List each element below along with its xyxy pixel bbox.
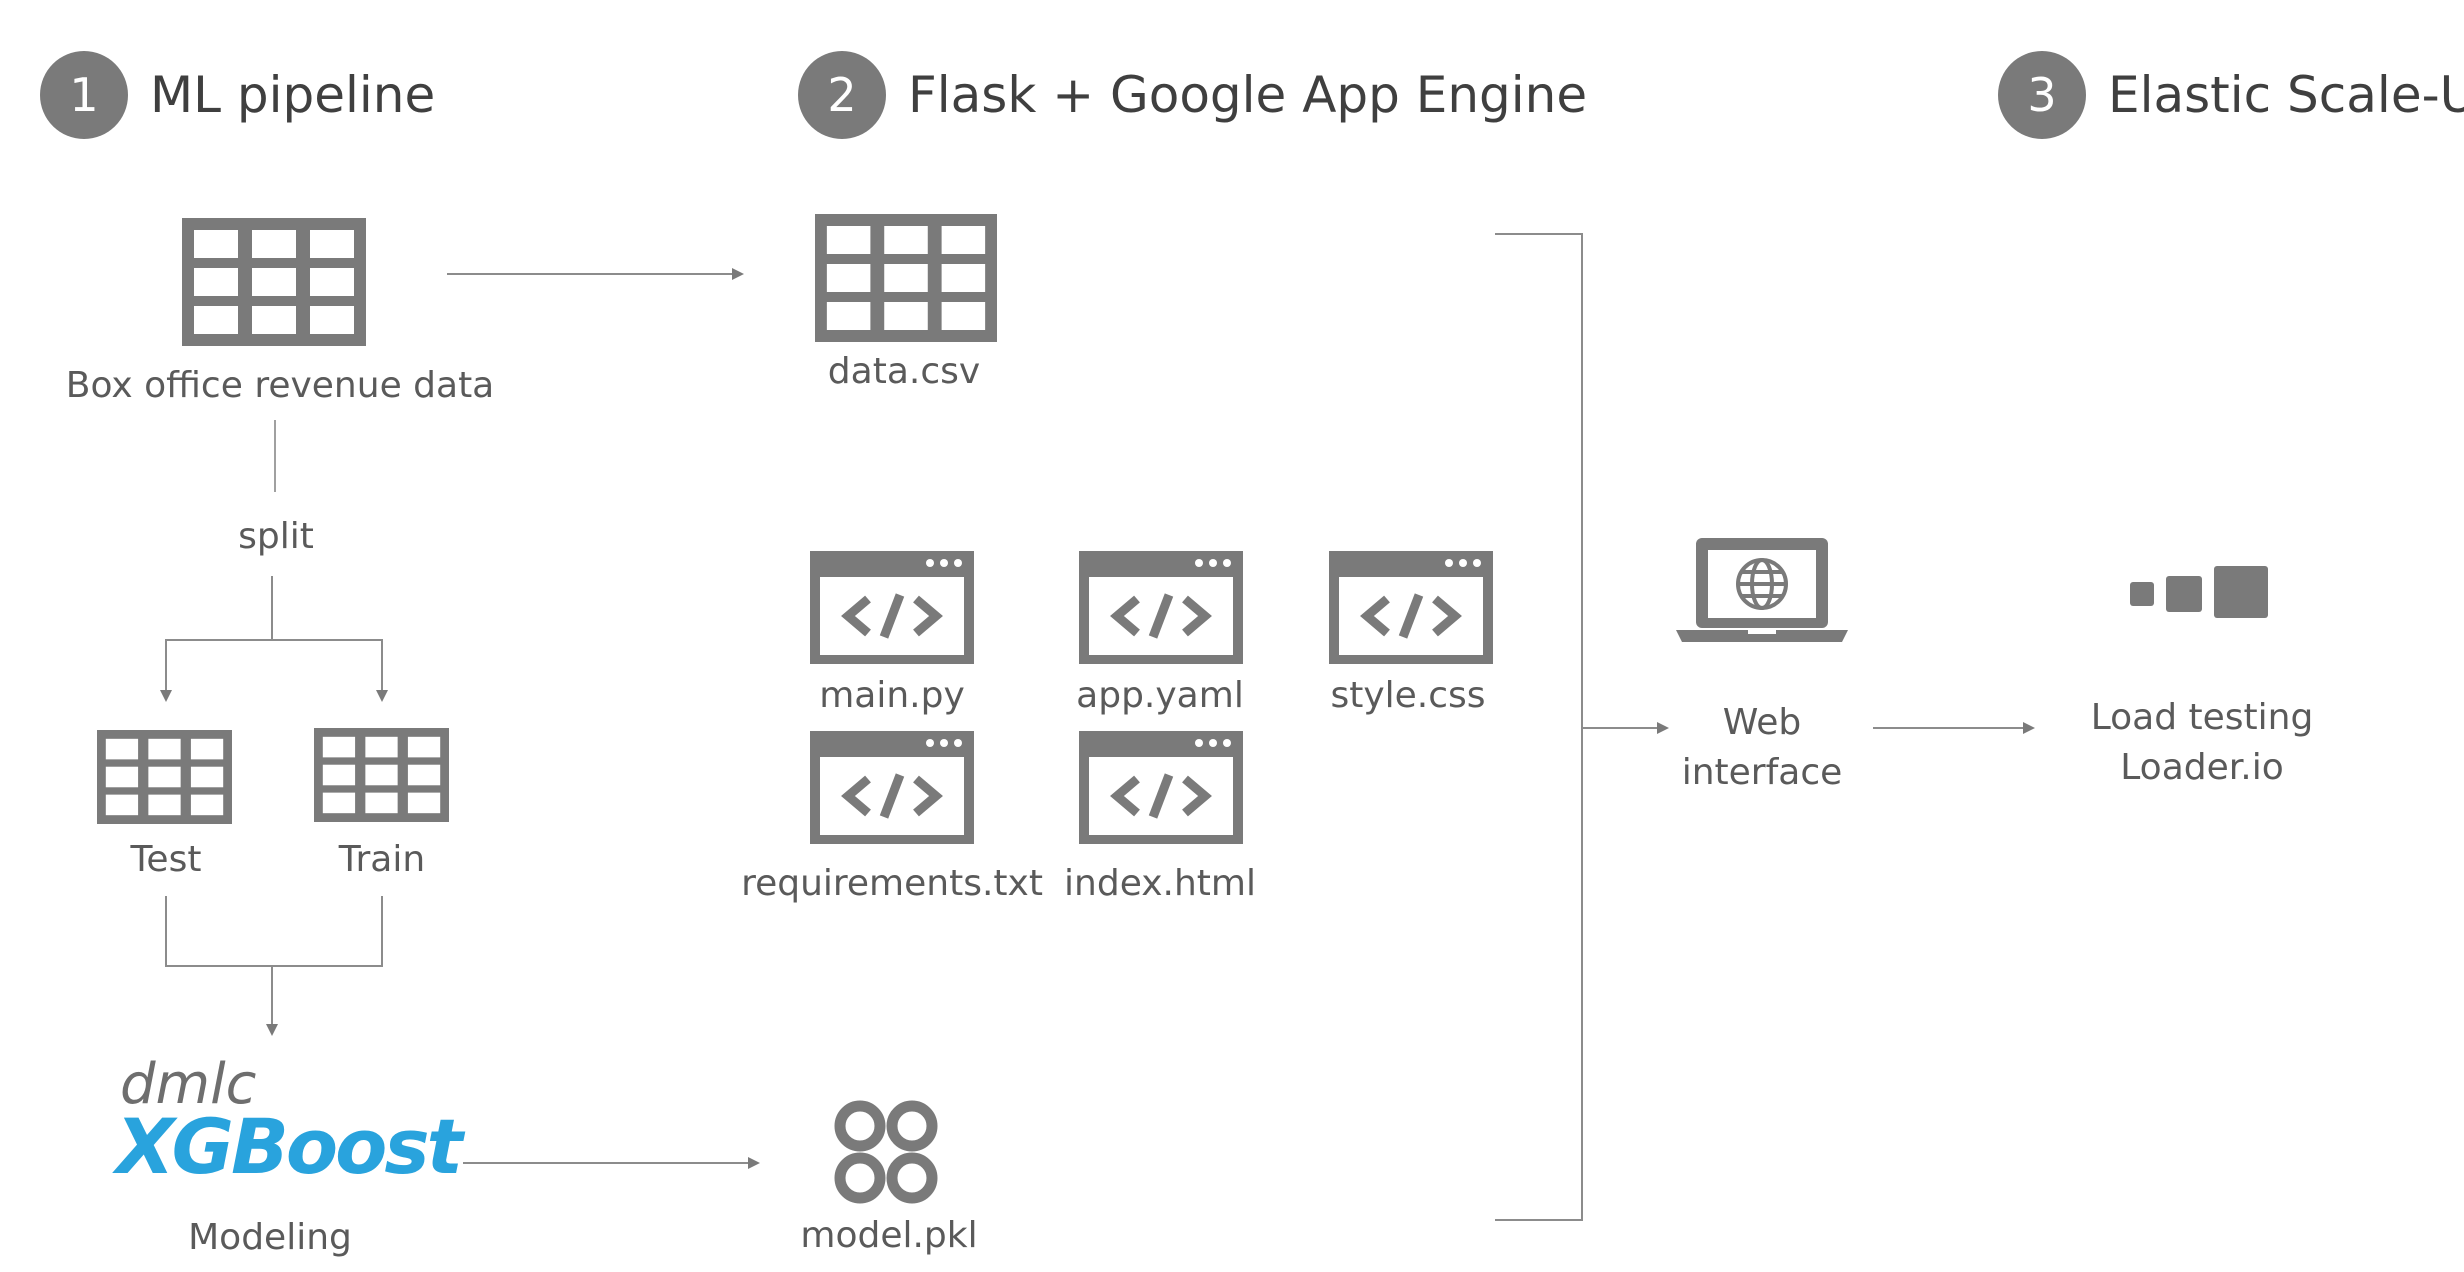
table-icon <box>97 730 232 824</box>
split-label: split <box>238 516 314 557</box>
table-icon <box>314 728 449 822</box>
code-file-icon <box>810 731 974 844</box>
requirements-txt-label: requirements.txt <box>741 863 1043 904</box>
step-3-badge: 3 <box>1998 51 2086 139</box>
code-file-icon <box>1079 551 1243 664</box>
code-file-icon <box>1079 731 1243 844</box>
dataset-label: Box office revenue data <box>65 365 495 406</box>
app-yaml-label: app.yaml <box>1076 675 1244 716</box>
test-label: Test <box>130 839 202 880</box>
table-icon <box>182 218 366 346</box>
line-split-fork-right <box>272 639 388 702</box>
code-file-icon <box>810 551 974 664</box>
main-py-label: main.py <box>819 675 965 716</box>
step-2-title: Flask + Google App Engine <box>908 66 1588 124</box>
data-csv-label: data.csv <box>827 351 981 392</box>
model-pkl-icon <box>834 1100 938 1204</box>
line-split-fork <box>160 576 273 702</box>
loader-io-label: Loader.io <box>2120 747 2284 788</box>
bracket-app-files <box>1495 233 1583 1221</box>
step-1-title: ML pipeline <box>150 66 436 124</box>
scale-up-squares-icon <box>2130 566 2268 618</box>
modeling-label: Modeling <box>188 1217 352 1258</box>
table-icon <box>815 214 997 342</box>
index-html-label: index.html <box>1064 863 1256 904</box>
step-1-badge: 1 <box>40 51 128 139</box>
xgboost-logo-text: XGBoost <box>116 1102 463 1191</box>
line-merge <box>165 896 383 967</box>
step-3-title: Elastic Scale-Up <box>2108 66 2464 124</box>
model-pkl-label: model.pkl <box>800 1215 978 1256</box>
dmlc-logo-text: dmlc <box>120 1052 257 1117</box>
code-file-icon <box>1329 551 1493 664</box>
web-interface-label-line1: Web <box>1722 702 1802 743</box>
web-interface-label-line2: interface <box>1681 752 1843 793</box>
train-label: Train <box>338 839 426 880</box>
step-2-badge: 2 <box>798 51 886 139</box>
style-css-label: style.css <box>1330 675 1486 716</box>
load-testing-label: Load testing <box>2090 697 2314 738</box>
laptop-globe-icon <box>1676 538 1848 642</box>
